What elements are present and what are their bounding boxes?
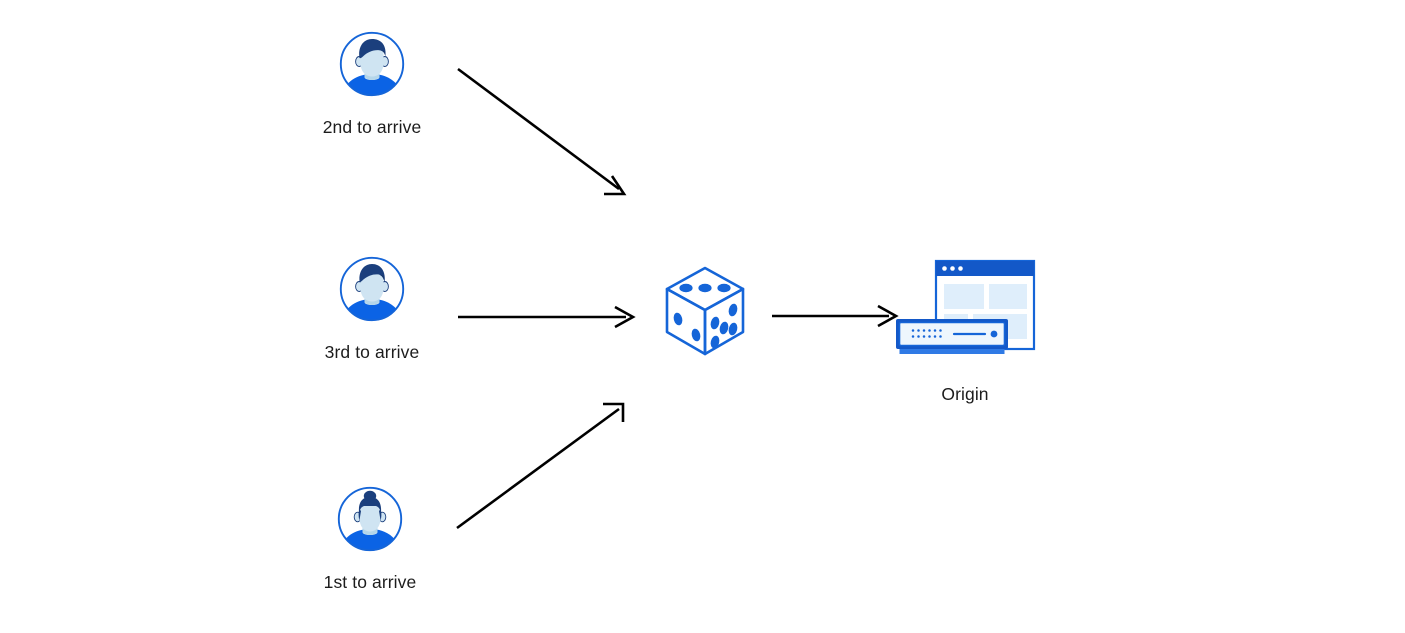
node-client-third[interactable]: 3rd to arrive <box>292 253 452 363</box>
node-label-client-second: 2nd to arrive <box>322 117 422 137</box>
node-label-client-third: 3rd to arrive <box>324 342 420 362</box>
arrow-third-to-dice <box>458 305 636 329</box>
node-client-first[interactable]: 1st to arrive <box>290 483 450 593</box>
dice-left-pips <box>673 312 700 342</box>
server-appliance-icon <box>896 319 1008 354</box>
origin-server-icon <box>890 255 1040 370</box>
user-avatar-icon <box>336 253 408 330</box>
arrow-second-to-dice <box>457 67 627 196</box>
user-avatar-icon <box>336 28 408 105</box>
arrow-dice-to-origin <box>772 304 899 328</box>
arrow-first-to-dice <box>456 402 625 530</box>
node-label-client-first: 1st to arrive <box>323 572 417 592</box>
dice-right-pips <box>710 303 737 349</box>
dice-top-pips <box>678 283 731 293</box>
node-label-origin: Origin <box>941 384 989 404</box>
node-randomizer[interactable] <box>657 262 752 365</box>
node-origin[interactable]: Origin <box>885 255 1045 405</box>
dice-icon <box>659 262 751 365</box>
user-avatar-icon <box>334 483 406 560</box>
node-client-second[interactable]: 2nd to arrive <box>292 28 452 138</box>
